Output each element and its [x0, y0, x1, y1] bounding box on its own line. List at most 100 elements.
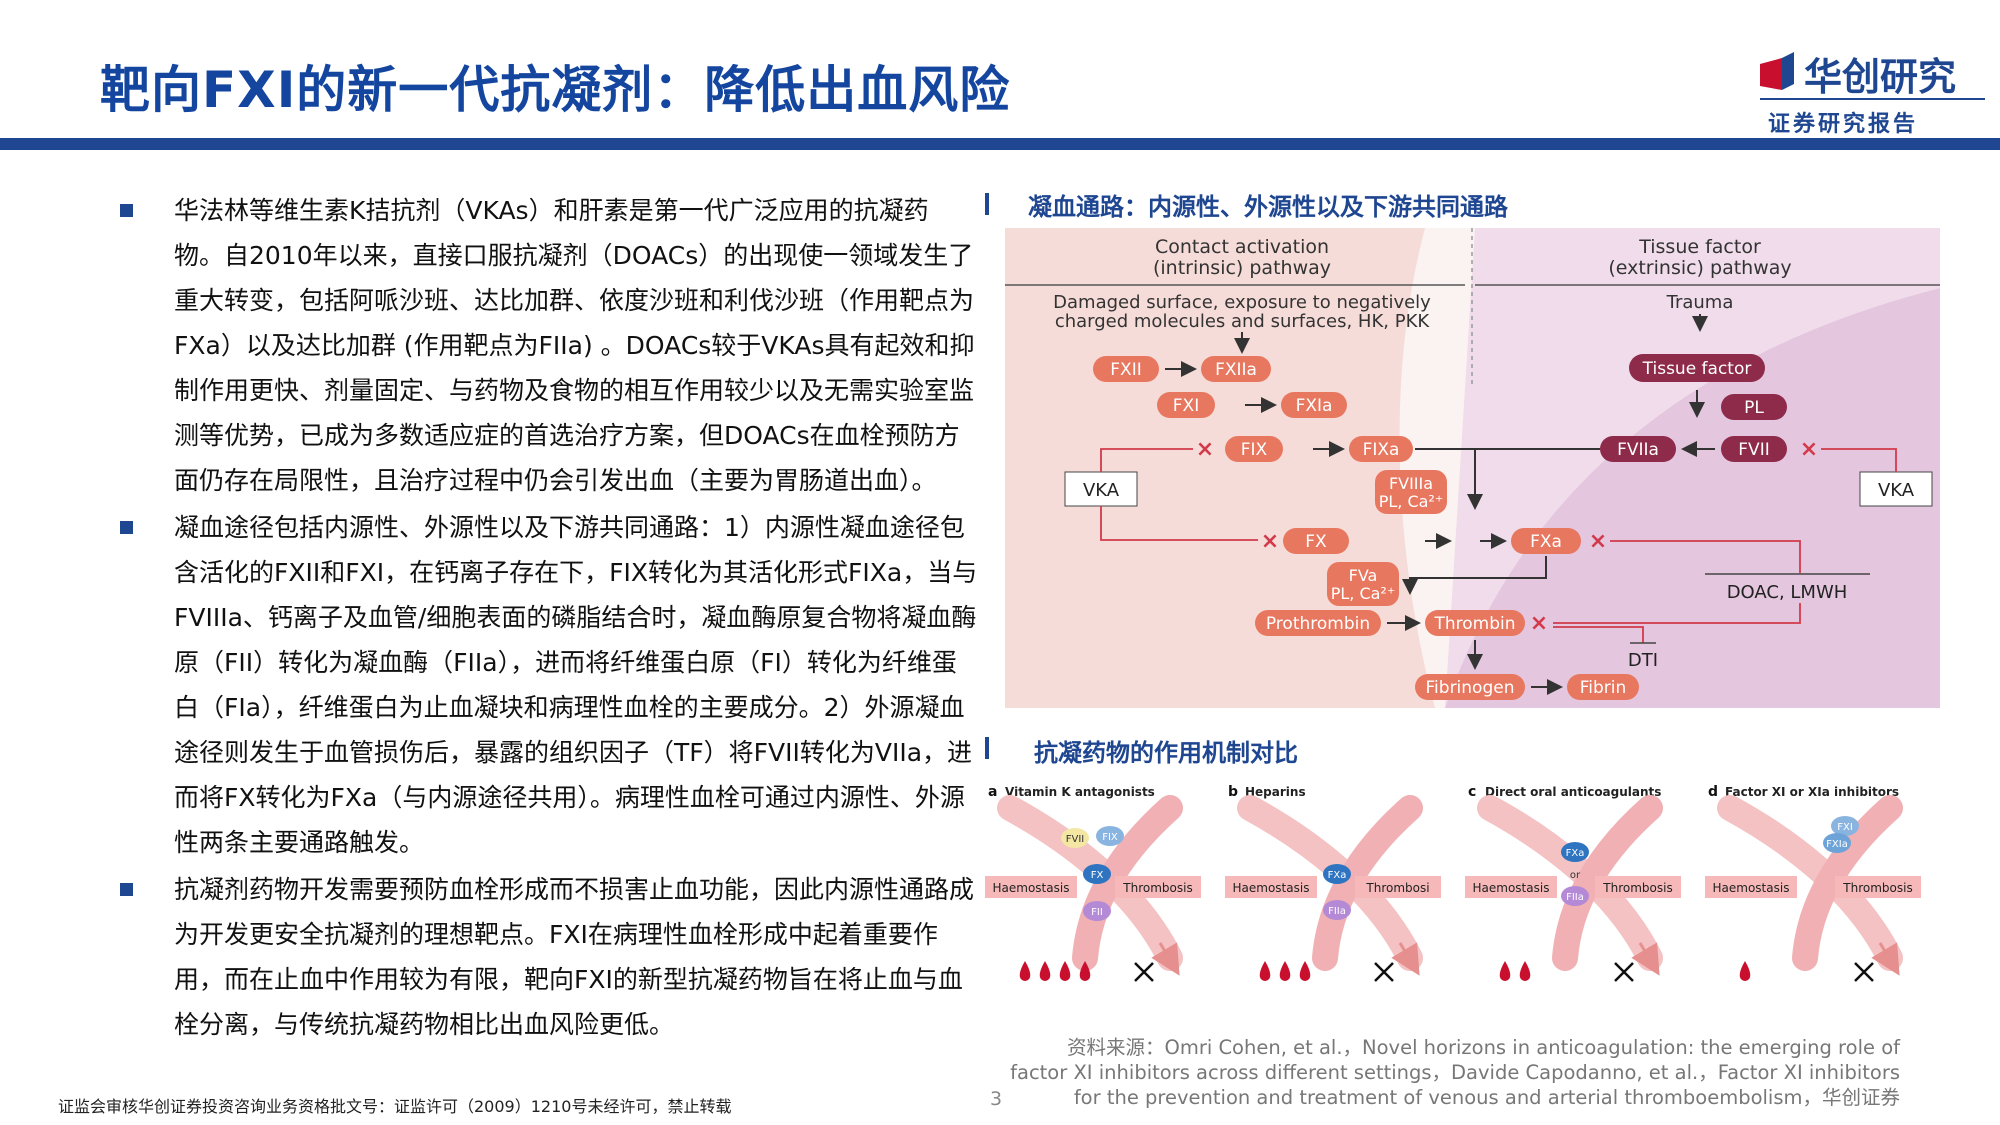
- inhibit-line: [1553, 626, 1644, 643]
- node-label: FVa: [1349, 566, 1378, 585]
- factor-bubble: [1323, 900, 1351, 920]
- blood-drop-icon: [1519, 961, 1531, 981]
- extrinsic-trigger: Trauma: [1666, 292, 1734, 313]
- node-fxii: [1093, 356, 1159, 382]
- inhibit-mark-icon: ×: [1530, 611, 1548, 636]
- node-fviiia: [1375, 470, 1447, 514]
- haemostasis-label: Haemostasis: [1233, 881, 1310, 895]
- inhibit-line: [1610, 540, 1801, 573]
- factor-label: FXI: [1837, 822, 1853, 833]
- drug-doac: DOAC, LMWH: [1727, 582, 1848, 603]
- factor-label: FVII: [1066, 834, 1085, 845]
- drug-vka-left: [1064, 471, 1138, 507]
- haemostasis-label: Haemostasis: [1713, 881, 1790, 895]
- intrinsic-trigger: charged molecules and surfaces, HK, PKK: [1055, 311, 1431, 332]
- inhibit-line: [1100, 448, 1193, 472]
- section-marker: [985, 737, 989, 759]
- no-thrombosis-icon: [1854, 962, 1874, 982]
- blood-drop-icon: [1019, 961, 1031, 981]
- logo-divider: [1760, 98, 1985, 100]
- thrombosis-band: [1072, 795, 1183, 971]
- extrinsic-title: (extrinsic) pathway: [1608, 257, 1791, 279]
- extrinsic-region-upper: [1445, 228, 1940, 708]
- blood-drop-icon: [1739, 961, 1751, 981]
- bullet-text: 华法林等维生素K拮抗剂（VKAs）和肝素是第一代广泛应用的抗凝药物。自2010年…: [174, 196, 975, 495]
- haemostasis-label: Haemostasis: [1473, 881, 1550, 895]
- arrow: [1871, 942, 1900, 976]
- thrombosis-box: [1355, 876, 1441, 898]
- thrombosis-band: [1792, 795, 1903, 971]
- node-fxa: [1511, 528, 1581, 554]
- bullet-text: 凝血途径包括内源性、外源性以及下游共同通路：1）内源性凝血途径包含活化的FXII…: [174, 513, 978, 857]
- drug-label: VKA: [1878, 480, 1915, 501]
- no-thrombosis-icon: [1614, 962, 1634, 982]
- source-line: for the prevention and treatment of veno…: [1073, 1086, 1900, 1109]
- node-fibrin: [1567, 674, 1639, 700]
- node-prothrombin: [1255, 610, 1381, 636]
- inhibit-line: [1553, 603, 1801, 624]
- bullet-square-icon: [120, 204, 133, 217]
- node-tissue-factor: [1629, 354, 1765, 382]
- node-fva: [1327, 562, 1399, 606]
- factor-label: FX: [1091, 870, 1104, 881]
- arrow: [1391, 942, 1420, 976]
- haemostasis-box: [1465, 876, 1557, 898]
- node-label: FIXa: [1363, 440, 1400, 460]
- no-thrombosis-icon: [1134, 962, 1154, 982]
- node-label: FX: [1305, 532, 1327, 552]
- factor-label: FXa: [1566, 848, 1585, 859]
- drug-vka-right: [1859, 471, 1933, 507]
- node-label: FXa: [1530, 532, 1562, 552]
- node-fx: [1283, 528, 1349, 554]
- node-fxia: [1281, 392, 1347, 418]
- node-label: FXI: [1173, 396, 1199, 416]
- inhibit-line: [1100, 506, 1258, 541]
- page-number: 3: [990, 1088, 1003, 1110]
- panel-title: Vitamin K antagonists: [1005, 785, 1155, 799]
- blood-drop-icon: [1259, 961, 1271, 981]
- node-label: PL, Ca²⁺: [1331, 584, 1396, 603]
- intrinsic-title: (intrinsic) pathway: [1153, 257, 1331, 279]
- thrombosis-label: Thrombosis: [1842, 881, 1912, 895]
- bullet-item: 华法林等维生素K拮抗剂（VKAs）和肝素是第一代广泛应用的抗凝药物。自2010年…: [118, 188, 978, 503]
- node-label: PL, Ca²⁺: [1379, 492, 1444, 511]
- inhibit-mark-icon: ×: [1261, 529, 1279, 554]
- node-label: FXIIa: [1215, 360, 1257, 380]
- extrinsic-region: [1445, 288, 1940, 708]
- node-label: FVIIIa: [1389, 474, 1433, 493]
- panel-letter: d: [1708, 784, 1718, 800]
- haemostasis-band: [1717, 795, 1903, 971]
- mechanism-heading: 抗凝药物的作用机制对比: [1034, 739, 1298, 767]
- blood-drop-icon: [1079, 961, 1091, 981]
- node-label: Prothrombin: [1266, 614, 1370, 634]
- intrinsic-trigger: Damaged surface, exposure to negatively: [1053, 292, 1431, 313]
- factor-label: FIIa: [1328, 906, 1346, 917]
- source-line: 资料来源：Omri Cohen, et al.，Novel horizons i…: [1066, 1036, 1900, 1059]
- panel-title: Factor XI or XIa inhibitors: [1725, 785, 1899, 799]
- thrombosis-box: [1595, 876, 1681, 898]
- panel-title: Direct oral anticoagulants: [1485, 785, 1661, 799]
- logo-name: 华创研究: [1804, 55, 1957, 99]
- factor-label: FIIa: [1566, 892, 1584, 903]
- blood-drop-icon: [1299, 961, 1311, 981]
- panel-letter: c: [1468, 784, 1476, 800]
- node-label: Fibrinogen: [1426, 678, 1515, 698]
- node-label: FXII: [1110, 360, 1141, 380]
- haemostasis-label: Haemostasis: [993, 881, 1070, 895]
- thrombosis-label: Thrombosis: [1122, 881, 1192, 895]
- bullet-item: 凝血途径包括内源性、外源性以及下游共同通路：1）内源性凝血途径包含活化的FXII…: [118, 505, 978, 865]
- node-thrombin: [1425, 610, 1525, 636]
- node-label: Thrombin: [1433, 614, 1515, 634]
- node-label: FVIIa: [1617, 440, 1659, 460]
- arrow: [1151, 942, 1180, 976]
- inhibit-mark-icon: ×: [1589, 529, 1607, 554]
- factor-bubble: [1561, 842, 1589, 862]
- node-fxi: [1157, 392, 1215, 418]
- factor-label: FII: [1091, 907, 1103, 918]
- bullet-square-icon: [120, 883, 133, 896]
- thrombosis-band: [1312, 795, 1423, 971]
